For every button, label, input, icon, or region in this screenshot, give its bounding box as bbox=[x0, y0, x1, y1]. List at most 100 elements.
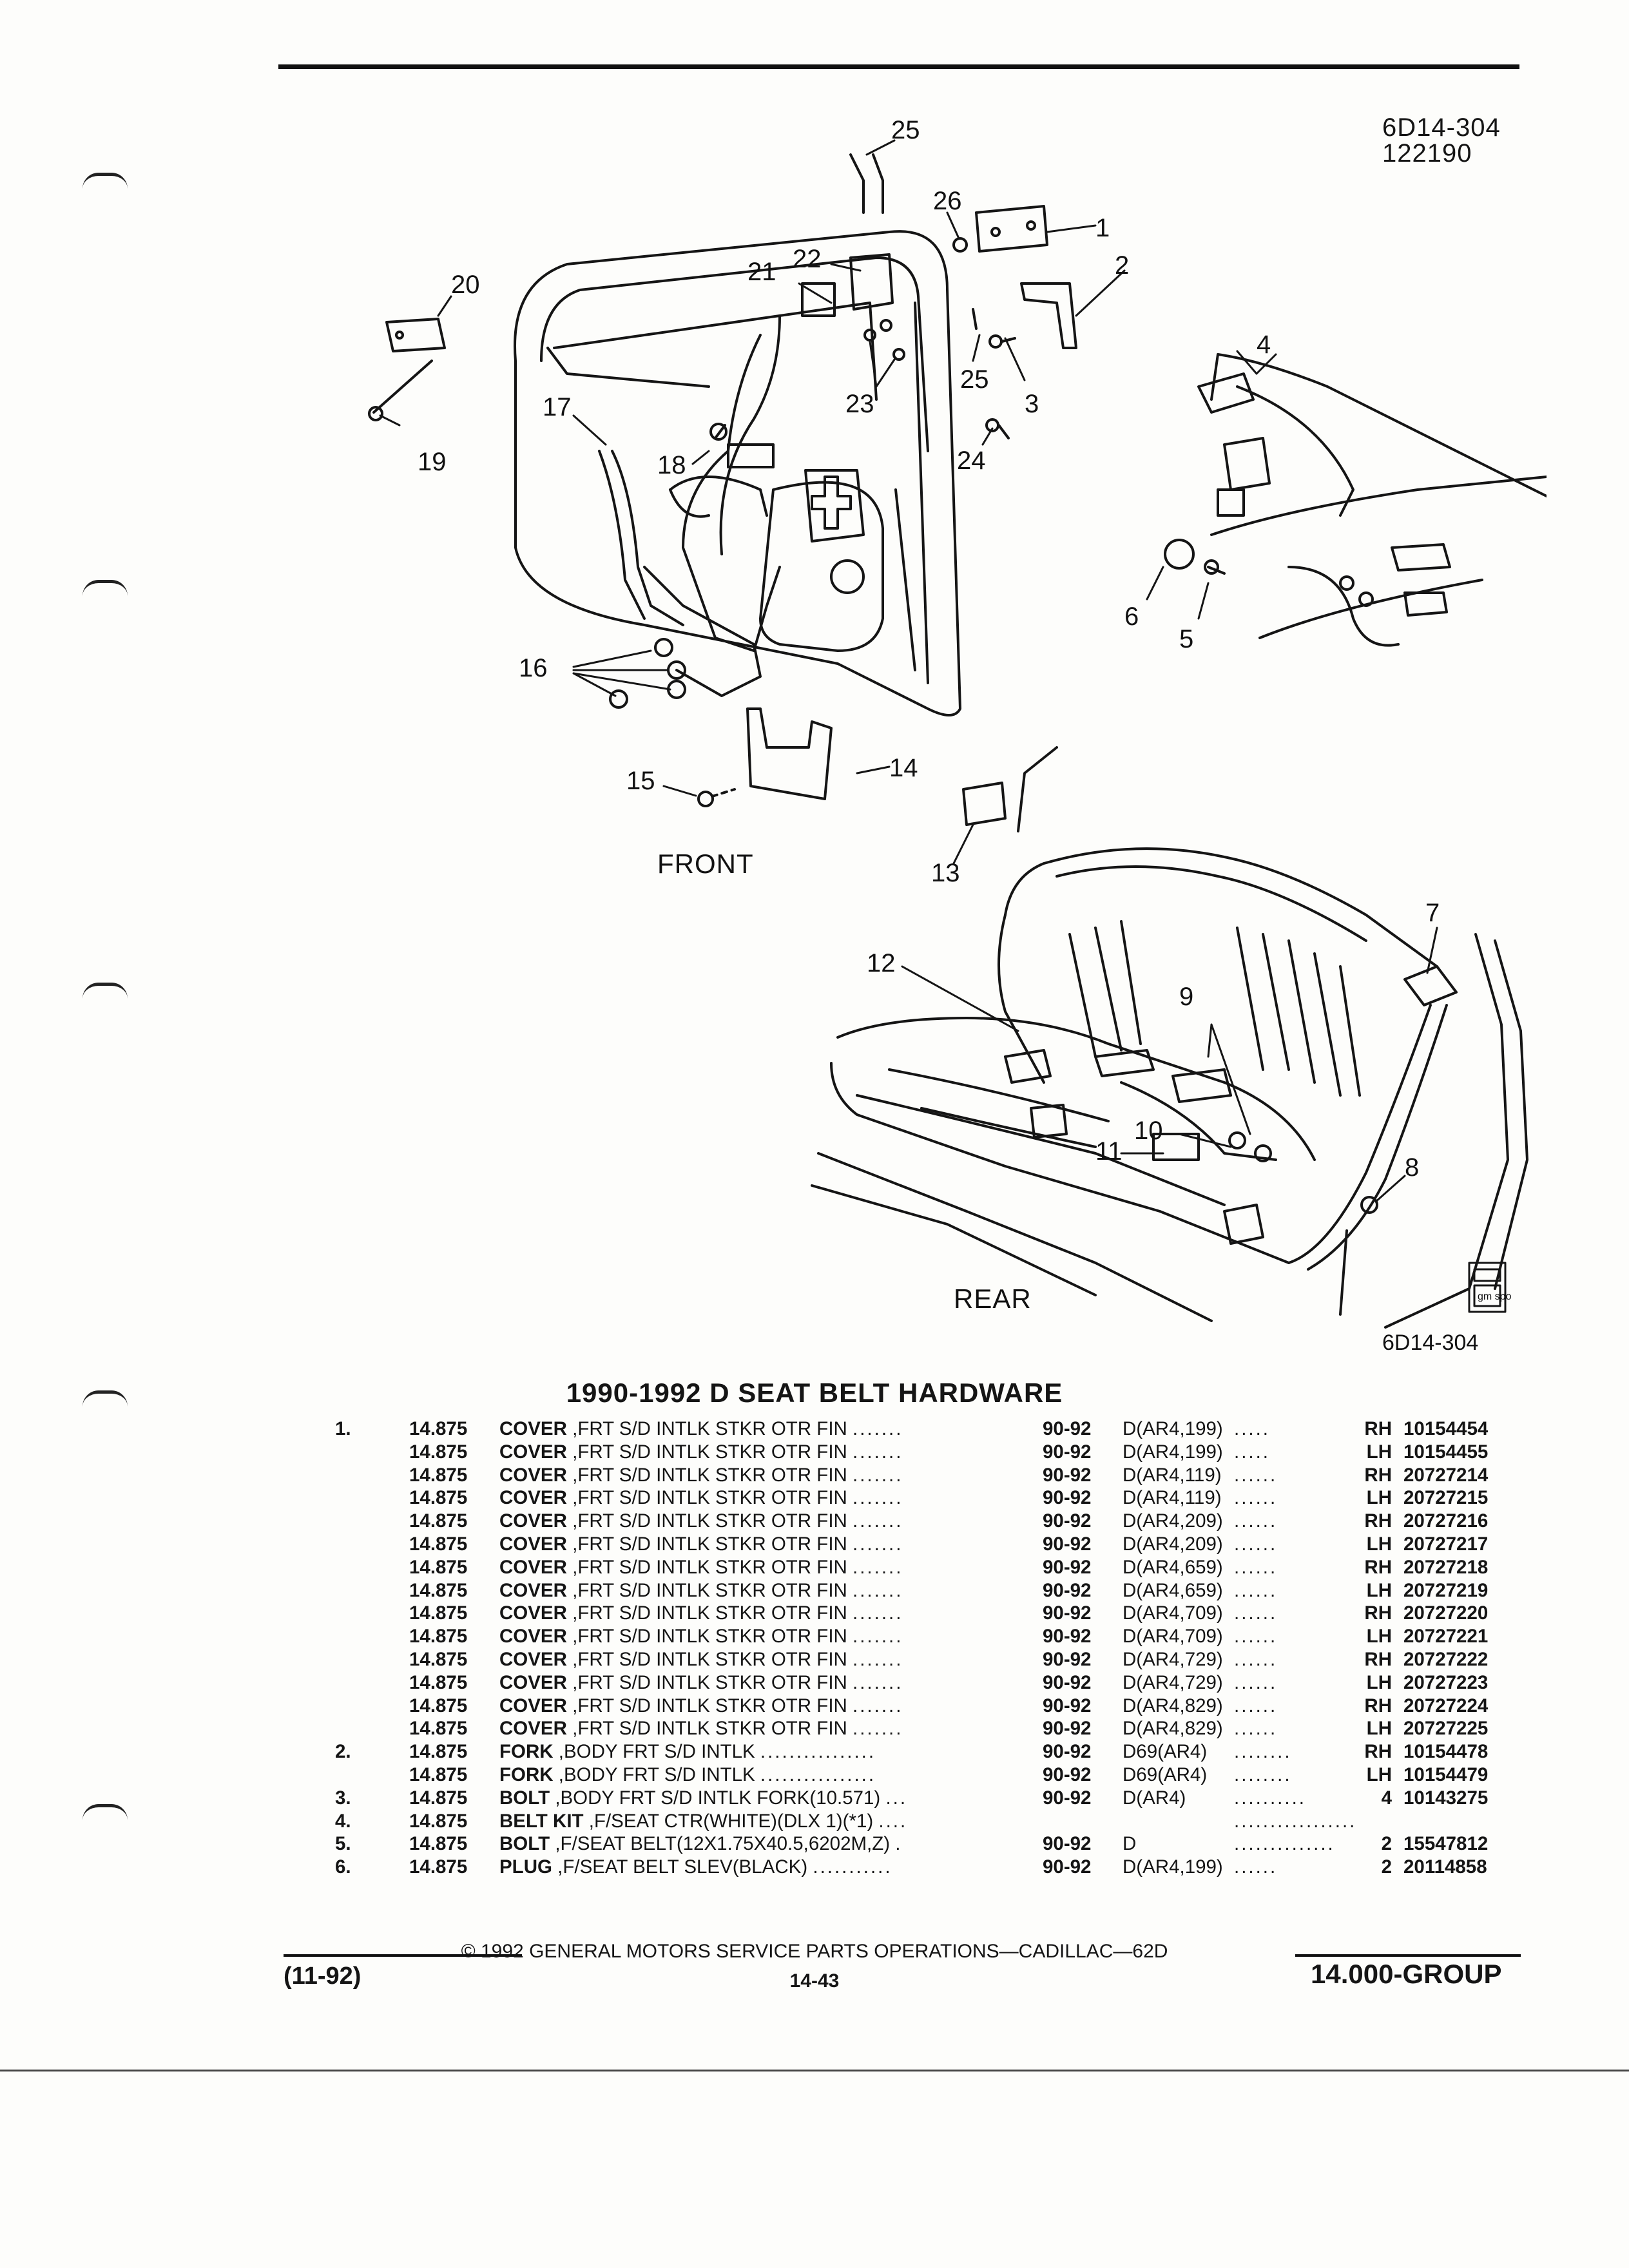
part-description: BOLT ,F/SEAT BELT(12X1.75X40.5,6202M,Z) … bbox=[499, 1832, 903, 1856]
group-number: 14.875 bbox=[409, 1718, 468, 1740]
callout-6: 6 bbox=[1124, 602, 1139, 631]
model-years: 90-92 bbox=[1043, 1763, 1092, 1785]
group-number: 14.875 bbox=[409, 1671, 468, 1693]
model-years: 90-92 bbox=[1043, 1441, 1092, 1463]
front-seat-belt-inset bbox=[1164, 353, 1547, 647]
hardware-parts bbox=[368, 153, 1077, 826]
group-number: 14.875 bbox=[409, 1464, 468, 1486]
item-number: 2. bbox=[335, 1741, 351, 1763]
part-detail: ,FRT S/D INTLK STKR OTR FIN bbox=[572, 1648, 847, 1670]
group-number: 14.875 bbox=[409, 1626, 468, 1648]
part-description: COVER ,FRT S/D INTLK STKR OTR FIN ......… bbox=[499, 1717, 903, 1740]
model-code: D(AR4,729) bbox=[1123, 1671, 1223, 1693]
copyright-notice: © 1992 GENERAL MOTORS SERVICE PARTS OPER… bbox=[461, 1941, 1168, 1962]
callout-22: 22 bbox=[793, 245, 822, 273]
part-detail: ,FRT S/D INTLK STKR OTR FIN bbox=[572, 1487, 847, 1509]
leader-dots: ...... bbox=[1234, 1533, 1278, 1555]
part-name: COVER bbox=[499, 1579, 567, 1601]
part-description: COVER ,FRT S/D INTLK STKR OTR FIN ......… bbox=[499, 1556, 903, 1579]
qty-or-side: LH bbox=[1366, 1487, 1392, 1509]
part-detail: ,FRT S/D INTLK STKR OTR FIN bbox=[572, 1579, 847, 1601]
qty-or-side: LH bbox=[1366, 1626, 1392, 1648]
leader-dots: ................. bbox=[1234, 1810, 1357, 1832]
qty-or-side: RH bbox=[1364, 1510, 1392, 1532]
callout-5: 5 bbox=[1179, 625, 1193, 653]
model-code: D(AR4,659) bbox=[1123, 1556, 1223, 1578]
callout-13: 13 bbox=[931, 859, 960, 887]
leader-dots: ....... bbox=[853, 1464, 903, 1486]
callout-7: 7 bbox=[1425, 899, 1440, 927]
model-years: 90-92 bbox=[1043, 1602, 1092, 1624]
model-code: D69(AR4) bbox=[1123, 1741, 1208, 1763]
bottom-rule bbox=[0, 2070, 1629, 2071]
part-detail: ,FRT S/D INTLK STKR OTR FIN bbox=[572, 1418, 847, 1439]
part-detail: ,FRT S/D INTLK STKR OTR FIN bbox=[572, 1510, 847, 1532]
leader-dots: ....... bbox=[853, 1487, 903, 1509]
model-code: D(AR4,209) bbox=[1123, 1533, 1223, 1555]
leader-dots: ...... bbox=[1234, 1626, 1278, 1648]
leader-dots: ....... bbox=[853, 1671, 903, 1693]
leader-dots: ....... bbox=[853, 1579, 903, 1601]
date-code: (11-92) bbox=[284, 1963, 361, 1990]
rear-seat-drawing bbox=[811, 746, 1528, 1329]
part-detail: ,FRT S/D INTLK STKR OTR FIN bbox=[572, 1695, 847, 1716]
qty-or-side: 4 bbox=[1381, 1787, 1392, 1809]
footer-rule-left bbox=[284, 1954, 522, 1957]
leader-dots: ...... bbox=[1234, 1556, 1278, 1578]
model-code: D(AR4,119) bbox=[1123, 1464, 1222, 1486]
leader-dots: .... bbox=[878, 1810, 908, 1832]
group-number: 14.875 bbox=[409, 1763, 468, 1785]
group-number: 14.875 bbox=[409, 1487, 468, 1509]
leader-dots: ....... bbox=[853, 1602, 903, 1624]
model-years: 90-92 bbox=[1043, 1787, 1092, 1809]
part-detail: ,F/SEAT BELT(12X1.75X40.5,6202M,Z) bbox=[555, 1833, 891, 1855]
item-number: 3. bbox=[335, 1787, 351, 1809]
callout-23: 23 bbox=[845, 390, 874, 418]
part-name: BELT KIT bbox=[499, 1810, 584, 1832]
part-detail: ,FRT S/D INTLK STKR OTR FIN bbox=[572, 1602, 847, 1624]
part-number: 20114858 bbox=[1403, 1856, 1487, 1878]
leader-dots: ...... bbox=[1234, 1579, 1278, 1601]
part-name: COVER bbox=[499, 1533, 567, 1555]
leader-dots: ................ bbox=[760, 1763, 876, 1785]
group-number: 14.875 bbox=[409, 1418, 468, 1439]
group-number: 14.875 bbox=[409, 1741, 468, 1763]
callout-25-lower: 25 bbox=[960, 365, 989, 394]
leader-dots: ..... bbox=[1234, 1441, 1270, 1463]
part-description: COVER ,FRT S/D INTLK STKR OTR FIN ......… bbox=[499, 1533, 903, 1556]
part-number: 20727221 bbox=[1403, 1626, 1489, 1648]
model-years: 90-92 bbox=[1043, 1556, 1092, 1578]
leader-dots: ...... bbox=[1234, 1856, 1278, 1878]
model-years: 90-92 bbox=[1043, 1856, 1092, 1878]
model-years: 90-92 bbox=[1043, 1579, 1092, 1601]
part-description: COVER ,FRT S/D INTLK STKR OTR FIN ......… bbox=[499, 1602, 903, 1625]
qty-or-side: 2 bbox=[1381, 1833, 1392, 1855]
qty-or-side: LH bbox=[1366, 1763, 1392, 1785]
leader-dots: ....... bbox=[853, 1418, 903, 1439]
leader-dots: ...... bbox=[1234, 1602, 1278, 1624]
callout-19: 19 bbox=[418, 448, 447, 476]
part-description: COVER ,FRT S/D INTLK STKR OTR FIN ......… bbox=[499, 1648, 903, 1671]
model-code: D bbox=[1123, 1833, 1137, 1855]
callout-11: 11 bbox=[1095, 1137, 1123, 1166]
leader-dots: ....... bbox=[853, 1556, 903, 1578]
part-number: 20727223 bbox=[1403, 1671, 1489, 1693]
model-code: D(AR4,659) bbox=[1123, 1579, 1223, 1601]
model-code: D(AR4,829) bbox=[1123, 1718, 1223, 1740]
callout-26: 26 bbox=[933, 187, 962, 215]
model-years: 90-92 bbox=[1043, 1671, 1092, 1693]
leader-dots: ........ bbox=[1234, 1763, 1292, 1785]
model-years: 90-92 bbox=[1043, 1695, 1092, 1716]
model-code: D(AR4,209) bbox=[1123, 1510, 1223, 1532]
leader-dots: ........ bbox=[1234, 1741, 1292, 1763]
part-number: 20727216 bbox=[1403, 1510, 1489, 1532]
group-number: 14.875 bbox=[409, 1787, 468, 1809]
group-number: 14.875 bbox=[409, 1602, 468, 1624]
qty-or-side: LH bbox=[1366, 1533, 1392, 1555]
part-number: 10154455 bbox=[1403, 1441, 1489, 1463]
group-number: 14.875 bbox=[409, 1533, 468, 1555]
